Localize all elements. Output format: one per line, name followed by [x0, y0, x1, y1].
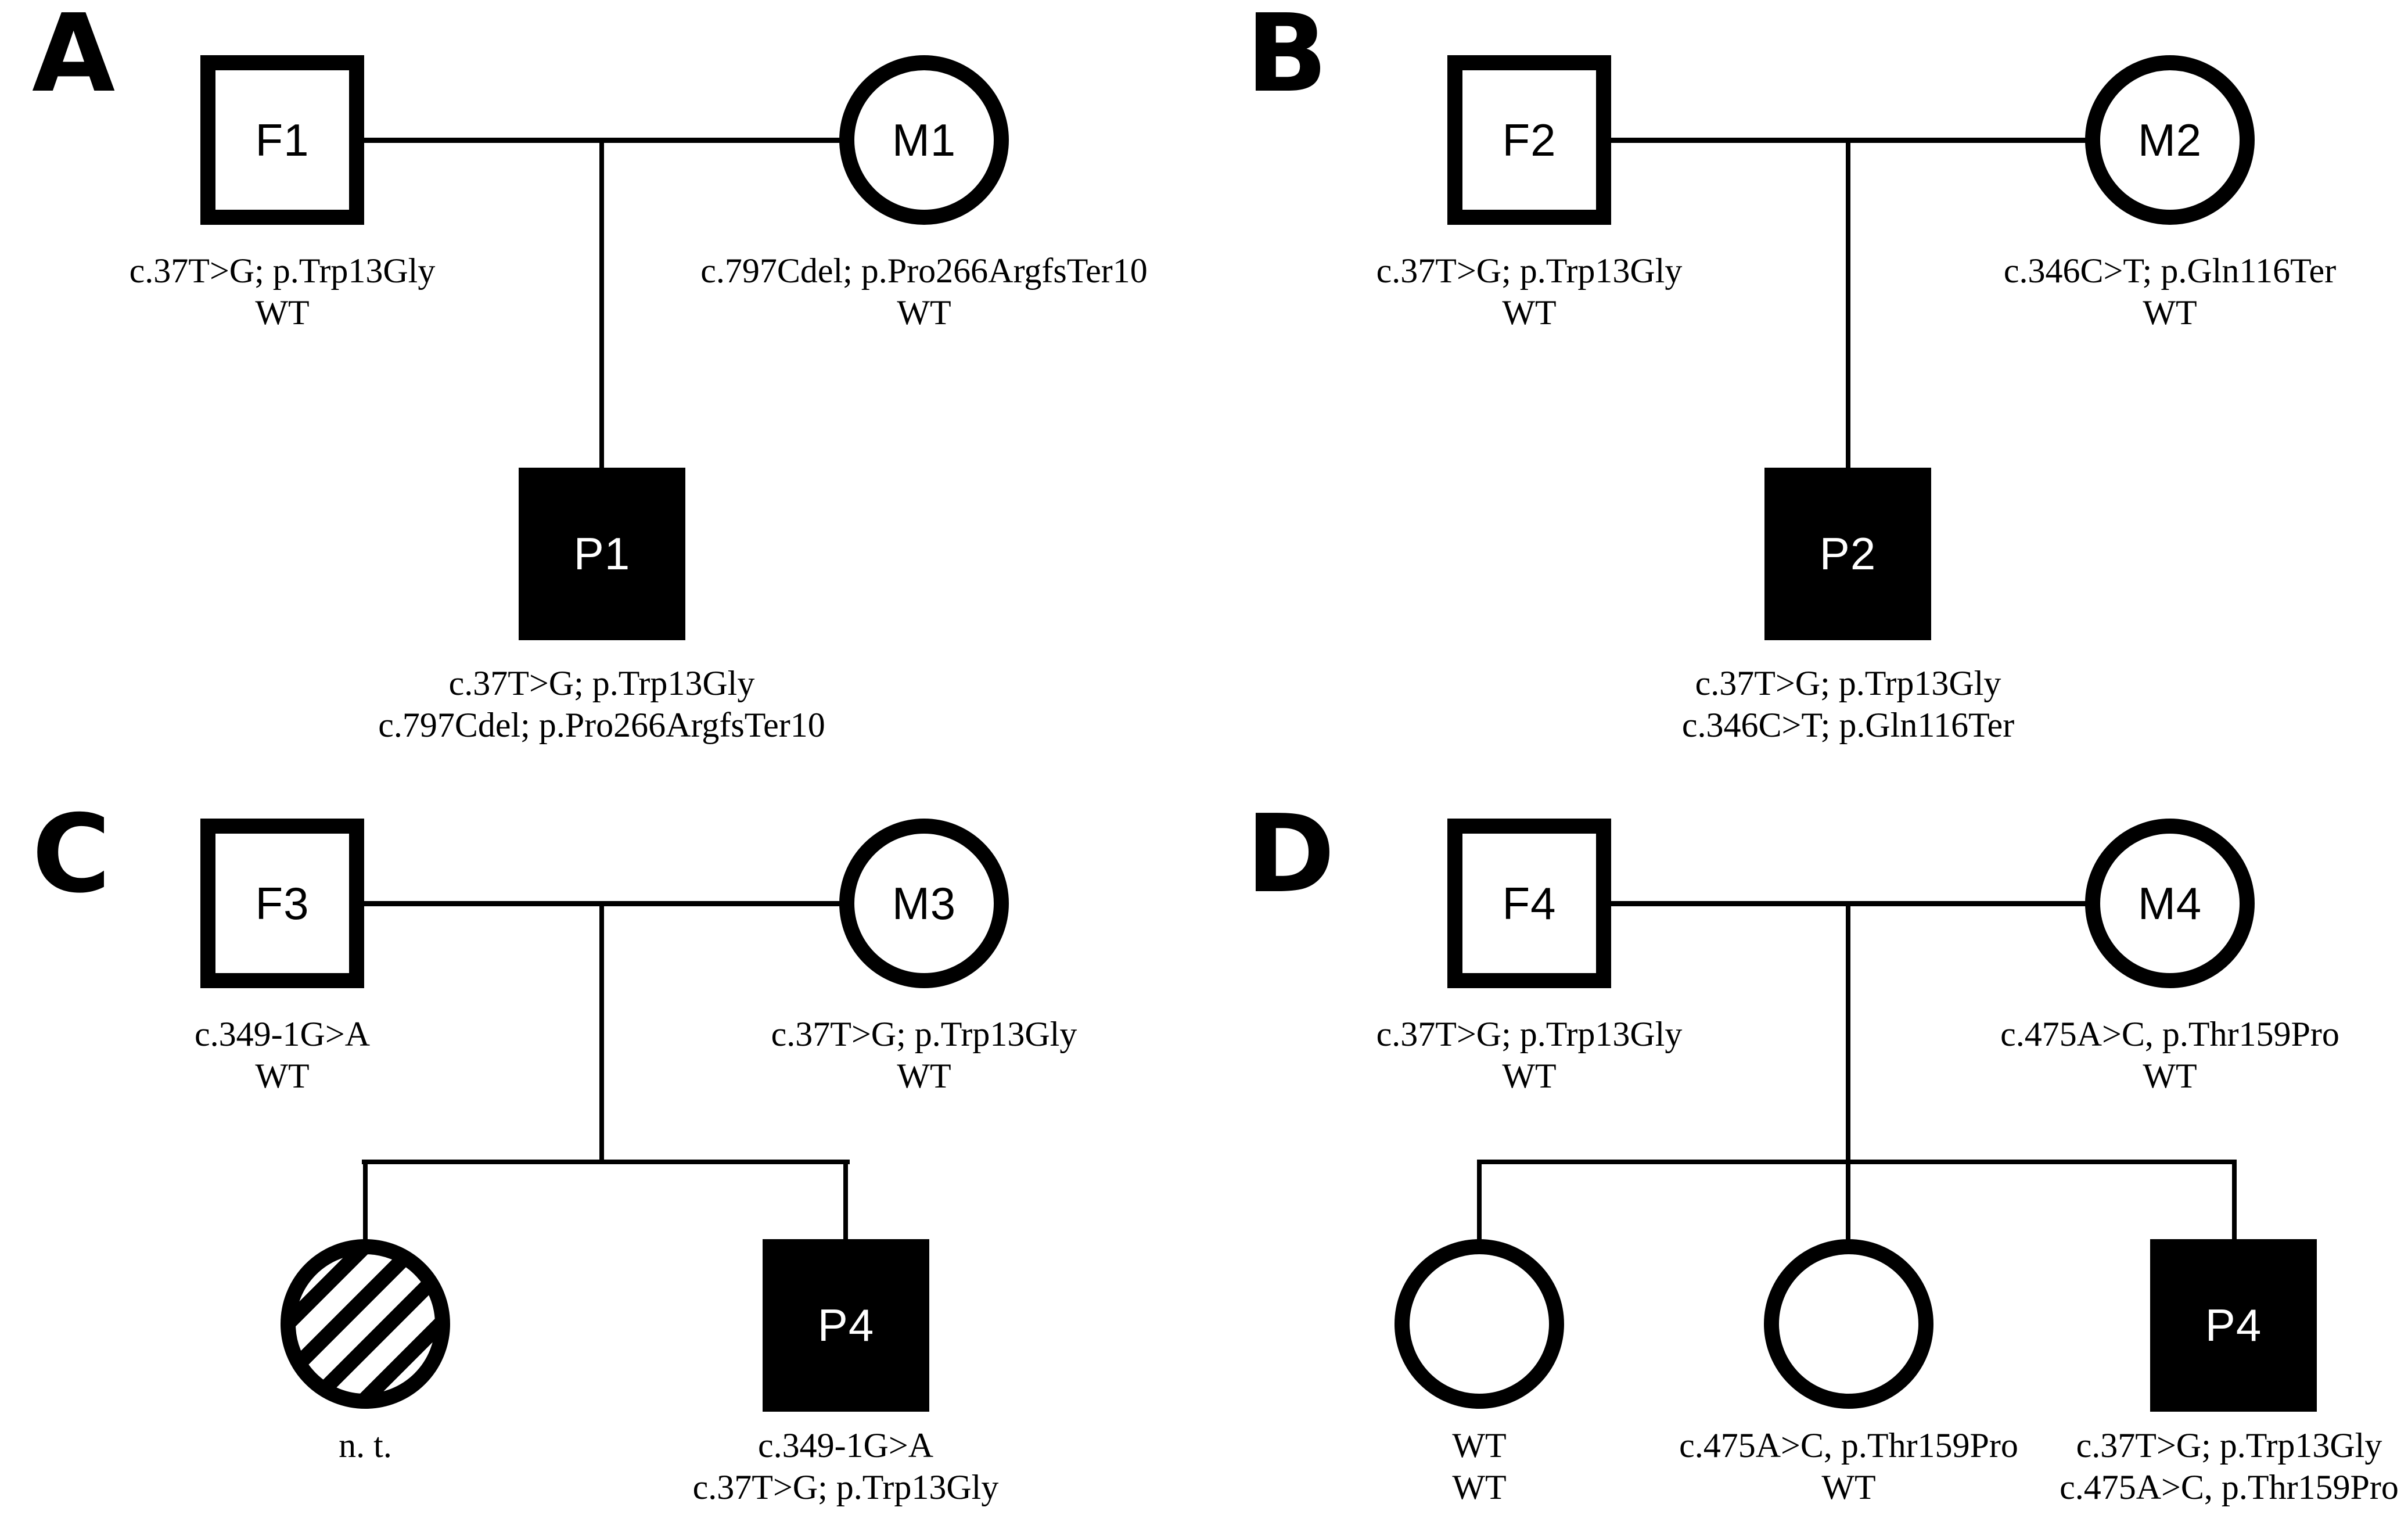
drop-line [1477, 1160, 1482, 1241]
mother-id: M2 [2137, 114, 2202, 166]
proband-id: P4 [2205, 1300, 2262, 1351]
panel-d-label: D [1246, 791, 1335, 917]
genotype-line: c.346C>T; p.Gln116Ter [1681, 706, 2015, 744]
genotype-line: c.37T>G; p.Trp13Gly [448, 664, 755, 702]
proband-genotype: c.37T>G; p.Trp13Gly c.797Cdel; p.Pro266A… [311, 662, 892, 746]
genotype-line: c.349-1G>A [757, 1426, 934, 1465]
drop-line [2232, 1160, 2237, 1241]
panel-c-label: C [32, 791, 111, 917]
mother-genotype: c.346C>T; p.Gln116Ter WT [1879, 250, 2408, 333]
drop-line [363, 1160, 368, 1241]
genotype-line: c.349-1G>A [194, 1015, 371, 1053]
proband-genotype: c.37T>G; p.Trp13Gly c.346C>T; p.Gln116Te… [1558, 662, 2139, 746]
genotype-line: WT [1502, 293, 1557, 332]
genotype-line: c.37T>G; p.Trp13Gly [2076, 1426, 2382, 1465]
proband-id: P4 [817, 1300, 875, 1351]
proband-genotype: c.37T>G; p.Trp13Gly c.475A>C, p.Thr159Pr… [2050, 1424, 2408, 1508]
genotype-line: c.37T>G; p.Trp13Gly [692, 1468, 999, 1506]
genotype-line: WT [897, 293, 951, 332]
daughter-female-symbol [1395, 1239, 1564, 1409]
proband-id: P2 [1819, 528, 1877, 579]
genotype-line: c.797Cdel; p.Pro266ArgfsTer10 [700, 252, 1148, 290]
descent-line [599, 903, 604, 1162]
genotype-line: c.37T>G; p.Trp13Gly [1376, 252, 1683, 290]
proband-genotype: c.349-1G>A c.37T>G; p.Trp13Gly [555, 1424, 1136, 1508]
genotype-line: c.346C>T; p.Gln116Ter [2003, 252, 2337, 290]
drop-line [843, 1160, 848, 1241]
mother-genotype: c.475A>C, p.Thr159Pro WT [1879, 1013, 2408, 1097]
daughter-not-tested-label: n. t. [191, 1424, 540, 1466]
genotype-line: WT [897, 1057, 951, 1095]
daughter-female-symbol [1764, 1239, 1933, 1409]
genotype-line: WT [1452, 1426, 1507, 1465]
genotype-line: WT [255, 293, 310, 332]
father-id: F2 [1502, 114, 1557, 166]
father-genotype: c.349-1G>A WT [21, 1013, 544, 1097]
mother-id: M4 [2137, 877, 2202, 929]
genotype-line: WT [1502, 1057, 1557, 1095]
descent-line [599, 140, 604, 469]
sibship-line [362, 1160, 850, 1164]
genotype-line: c.797Cdel; p.Pro266ArgfsTer10 [378, 706, 825, 744]
proband-affected-male-symbol: P1 [519, 468, 685, 640]
father-male-symbol: F2 [1447, 55, 1611, 225]
father-id: F3 [255, 877, 310, 929]
genotype-line: c.475A>C, p.Thr159Pro [2000, 1015, 2339, 1053]
daughter-not-tested-female-symbol [281, 1239, 450, 1409]
genotype-line: c.37T>G; p.Trp13Gly [129, 252, 436, 290]
genotype-line: WT [1452, 1468, 1507, 1506]
father-male-symbol: F4 [1447, 819, 1611, 988]
mother-genotype: c.37T>G; p.Trp13Gly WT [634, 1013, 1214, 1097]
father-id: F1 [255, 114, 310, 166]
mother-female-symbol: M4 [2085, 819, 2255, 988]
panel-b-label: B [1246, 0, 1328, 116]
mother-genotype: c.797Cdel; p.Pro266ArgfsTer10 WT [634, 250, 1214, 333]
proband-affected-male-symbol: P4 [763, 1239, 929, 1412]
descent-line [1846, 903, 1850, 1162]
father-male-symbol: F3 [200, 819, 364, 988]
genotype-line: c.37T>G; p.Trp13Gly [771, 1015, 1077, 1053]
drop-line [1846, 1160, 1850, 1241]
proband-affected-male-symbol: P4 [2150, 1239, 2317, 1412]
genotype-line: c.37T>G; p.Trp13Gly [1376, 1015, 1683, 1053]
father-genotype: c.37T>G; p.Trp13Gly WT [1268, 1013, 1791, 1097]
father-genotype: c.37T>G; p.Trp13Gly WT [21, 250, 544, 333]
daughter-genotype: c.475A>C, p.Thr159Pro WT [1558, 1424, 2139, 1508]
mother-female-symbol: M2 [2085, 55, 2255, 225]
proband-id: P1 [573, 528, 631, 579]
proband-affected-male-symbol: P2 [1764, 468, 1931, 640]
descent-line [1846, 140, 1850, 469]
genotype-line: WT [2143, 1057, 2197, 1095]
mother-id: M1 [892, 114, 957, 166]
father-male-symbol: F1 [200, 55, 364, 225]
father-genotype: c.37T>G; p.Trp13Gly WT [1268, 250, 1791, 333]
sibship-line [1477, 1160, 2237, 1164]
genotype-line: n. t. [339, 1426, 392, 1465]
genotype-line: WT [255, 1057, 310, 1095]
genotype-line: c.37T>G; p.Trp13Gly [1695, 664, 2001, 702]
daughter-genotype: WT WT [1276, 1424, 1683, 1508]
genotype-line: c.475A>C, p.Thr159Pro [2060, 1468, 2399, 1506]
mother-female-symbol: M1 [839, 55, 1009, 225]
genotype-line: WT [2143, 293, 2197, 332]
father-id: F4 [1502, 877, 1557, 929]
genotype-line: WT [1821, 1468, 1876, 1506]
mother-female-symbol: M3 [839, 819, 1009, 988]
panel-a-label: A [32, 0, 116, 116]
mother-id: M3 [892, 877, 957, 929]
genotype-line: c.475A>C, p.Thr159Pro [1679, 1426, 2018, 1465]
